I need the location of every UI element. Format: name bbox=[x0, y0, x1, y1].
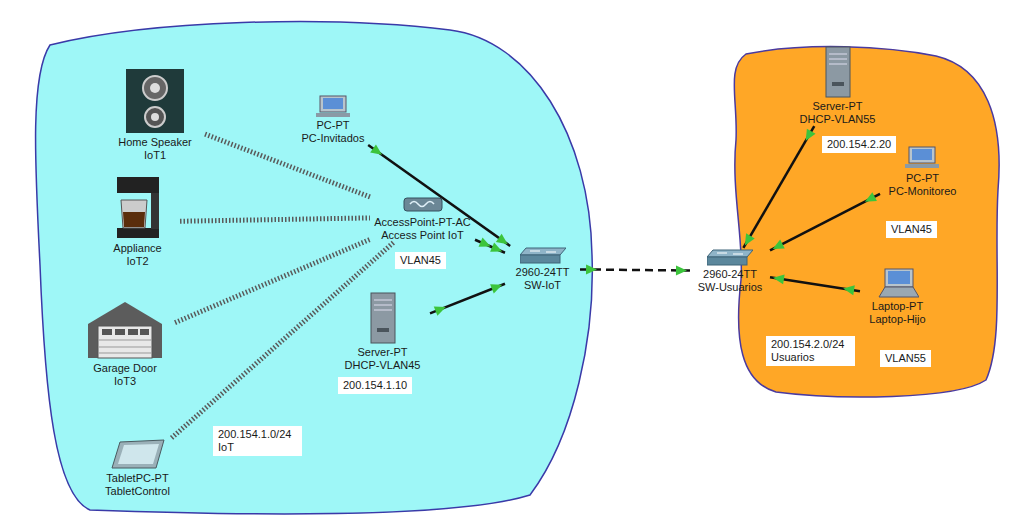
device-name: PC-Monitoreo bbox=[889, 185, 957, 198]
laptop-icon bbox=[877, 268, 919, 298]
switch-icon bbox=[707, 248, 753, 266]
coffee-icon bbox=[113, 176, 163, 240]
device-model: 2960-24TT bbox=[703, 268, 757, 281]
vlan-tag: VLAN45 bbox=[886, 221, 937, 238]
network-device: AccessPoint-PT-ACAccess Point IoT bbox=[370, 192, 475, 242]
link-light bbox=[806, 129, 816, 141]
device-name: IoT1 bbox=[144, 149, 166, 162]
network-device: Laptop-PTLaptop-Hijo bbox=[860, 268, 935, 326]
device-model: Garage Door bbox=[93, 362, 157, 375]
link-light bbox=[773, 274, 785, 284]
device-model: Appliance bbox=[113, 242, 161, 255]
device-name: IoT2 bbox=[126, 255, 148, 268]
device-model: Server-PT bbox=[357, 346, 407, 359]
link-light bbox=[676, 265, 687, 275]
garage-icon bbox=[86, 300, 164, 360]
device-model: TabletPC-PT bbox=[106, 472, 168, 485]
device-model: 2960-24TT bbox=[516, 266, 570, 279]
wireless-link bbox=[205, 134, 370, 197]
tablet-icon bbox=[110, 438, 165, 470]
device-name: PC-Invitados bbox=[302, 132, 365, 145]
subnet-note: 200.154.2.0/24 Usuarios bbox=[766, 336, 855, 366]
speaker-icon bbox=[124, 68, 186, 134]
network-device: PC-PTPC-Monitoreo bbox=[880, 146, 965, 198]
link-light bbox=[496, 234, 508, 244]
device-model: Home Speaker bbox=[118, 136, 191, 149]
link-light bbox=[865, 192, 877, 201]
link-light bbox=[773, 240, 785, 249]
link-light bbox=[490, 284, 502, 293]
wireless-link bbox=[172, 242, 395, 438]
network-region: 200.154.1.0/24 IoT Home SpeakerIoT1Applia… bbox=[30, 15, 600, 520]
vlan-tag: VLAN55 bbox=[880, 350, 931, 367]
link-light bbox=[370, 144, 382, 154]
region-outline bbox=[30, 15, 600, 520]
link-light bbox=[434, 306, 446, 315]
link-light bbox=[490, 243, 502, 252]
device-name: TabletControl bbox=[105, 485, 170, 498]
device-name: SW-IoT bbox=[524, 279, 561, 292]
network-device: ApplianceIoT2 bbox=[95, 176, 180, 268]
ethernet-cable bbox=[368, 145, 510, 246]
network-device: Garage DoorIoT3 bbox=[75, 300, 175, 388]
wireless-link bbox=[180, 218, 370, 221]
vlan-tag: 200.154.1.10 bbox=[338, 377, 412, 394]
network-device: PC-PTPC-Invitados bbox=[290, 95, 376, 145]
network-region: 200.154.2.0/24 Usuarios Server-PTDHCP-VLA… bbox=[686, 40, 1006, 402]
ap-icon bbox=[402, 192, 444, 214]
vlan-tag: 200.154.2.20 bbox=[822, 136, 896, 153]
device-model: AccessPoint-PT-AC bbox=[374, 216, 471, 229]
network-device: TabletPC-PTTabletControl bbox=[90, 438, 185, 498]
vlan-tag: VLAN45 bbox=[395, 252, 446, 269]
device-model: Laptop-PT bbox=[872, 300, 923, 313]
ethernet-cable bbox=[770, 194, 880, 251]
device-model: PC-PT bbox=[317, 119, 350, 132]
link-light bbox=[479, 238, 491, 247]
device-name: DHCP-VLAN55 bbox=[800, 113, 876, 126]
network-device: 2960-24TTSW-Usuarios bbox=[690, 248, 770, 294]
ethernet-cable bbox=[743, 126, 814, 248]
server-icon bbox=[369, 292, 397, 344]
subnet-note: 200.154.1.0/24 IoT bbox=[213, 426, 302, 456]
device-name: Laptop-Hijo bbox=[869, 313, 925, 326]
network-device: Server-PTDHCP-VLAN45 bbox=[335, 292, 430, 372]
server-icon bbox=[824, 46, 852, 98]
link-light bbox=[745, 233, 755, 245]
link-light bbox=[843, 285, 855, 295]
switch-icon bbox=[520, 246, 566, 264]
device-name: Access Point IoT bbox=[381, 229, 464, 242]
pc-icon bbox=[316, 95, 350, 117]
device-model: PC-PT bbox=[906, 172, 939, 185]
pc-icon bbox=[905, 146, 941, 170]
link-light bbox=[586, 264, 597, 274]
device-name: SW-Usuarios bbox=[698, 281, 763, 294]
wireless-link bbox=[175, 239, 370, 322]
device-model: Server-PT bbox=[812, 100, 862, 113]
network-device: Home SpeakerIoT1 bbox=[105, 68, 205, 162]
device-name: IoT3 bbox=[114, 375, 136, 388]
device-name: DHCP-VLAN45 bbox=[345, 359, 421, 372]
network-device: 2960-24TTSW-IoT bbox=[505, 246, 580, 292]
network-device: Server-PTDHCP-VLAN55 bbox=[790, 46, 885, 126]
